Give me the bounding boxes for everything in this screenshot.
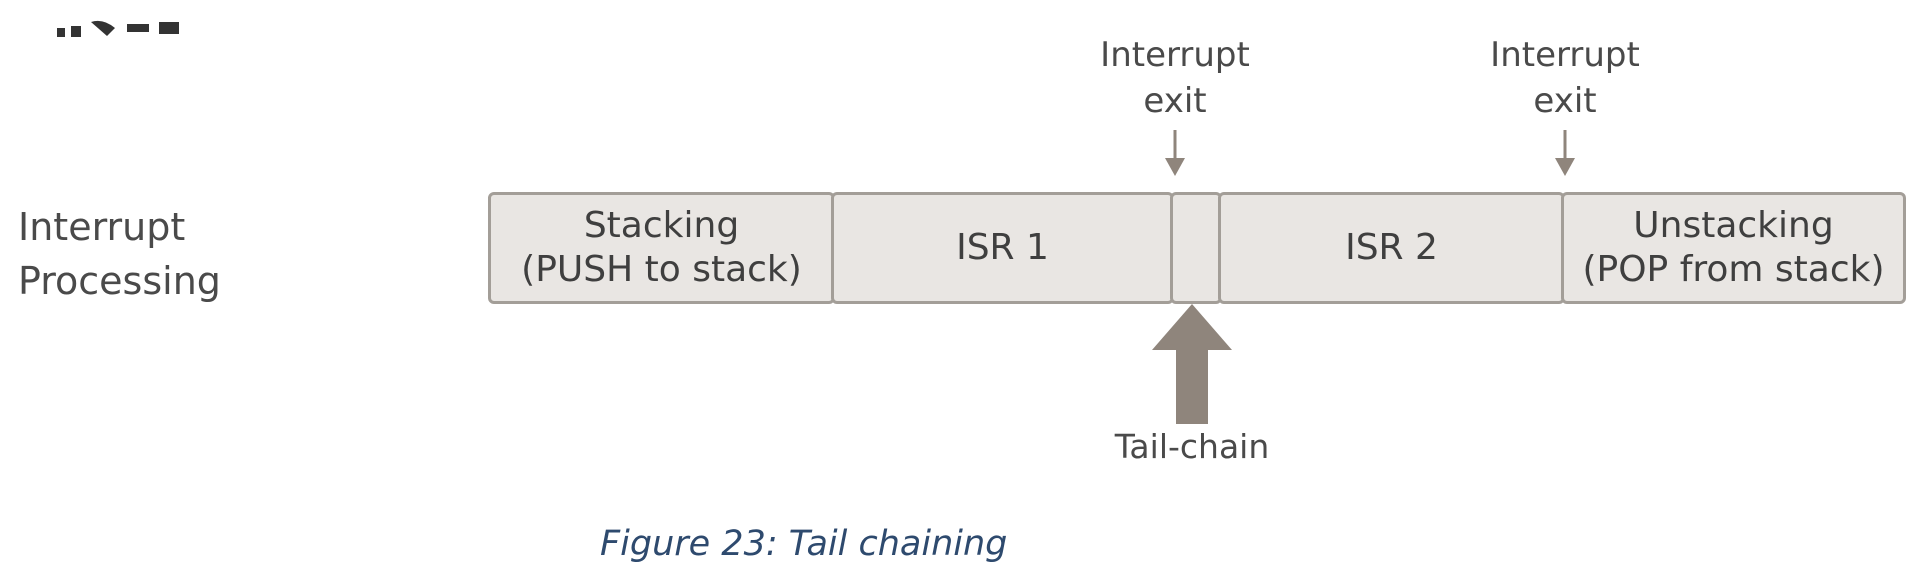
tail-chain-label: Tail-chain — [1114, 427, 1270, 466]
interrupt-exit-label-2: Interrupt exit — [1455, 32, 1675, 124]
segment-isr1: ISR 1 — [831, 192, 1174, 304]
segment-stacking-line1: Stacking — [583, 205, 740, 246]
segment-stacking-line2: (PUSH to stack) — [521, 249, 802, 290]
segment-unstacking-line1: Unstacking — [1633, 205, 1834, 246]
cropped-text-fragment — [57, 20, 179, 37]
row-label-line2: Processing — [18, 259, 221, 303]
figure-caption: Figure 23: Tail chaining — [600, 524, 1008, 564]
interrupt-processing-bar: Stacking (PUSH to stack) ISR 1 ISR 2 Uns… — [488, 192, 1906, 304]
interrupt-exit-1-line2: exit — [1143, 81, 1207, 121]
interrupt-exit-2-line2: exit — [1533, 81, 1597, 121]
row-label: Interrupt Processing — [18, 200, 248, 308]
segment-unstacking: Unstacking (POP from stack) — [1561, 192, 1906, 304]
segment-unstacking-line2: (POP from stack) — [1582, 249, 1885, 290]
exit-arrow-down-icon-1 — [1165, 130, 1185, 176]
interrupt-exit-1-line1: Interrupt — [1100, 35, 1250, 75]
segment-isr2: ISR 2 — [1218, 192, 1565, 304]
segment-isr1-label: ISR 1 — [956, 227, 1049, 268]
segment-isr2-label: ISR 2 — [1345, 227, 1438, 268]
interrupt-exit-2-line1: Interrupt — [1490, 35, 1640, 75]
interrupt-exit-label-1: Interrupt exit — [1065, 32, 1285, 124]
row-label-line1: Interrupt — [18, 205, 186, 249]
segment-tail-chain-gap — [1170, 192, 1222, 304]
exit-arrow-down-icon-2 — [1555, 130, 1575, 176]
segment-stacking: Stacking (PUSH to stack) — [488, 192, 835, 304]
tail-chain-arrow-up-icon — [1152, 304, 1232, 424]
